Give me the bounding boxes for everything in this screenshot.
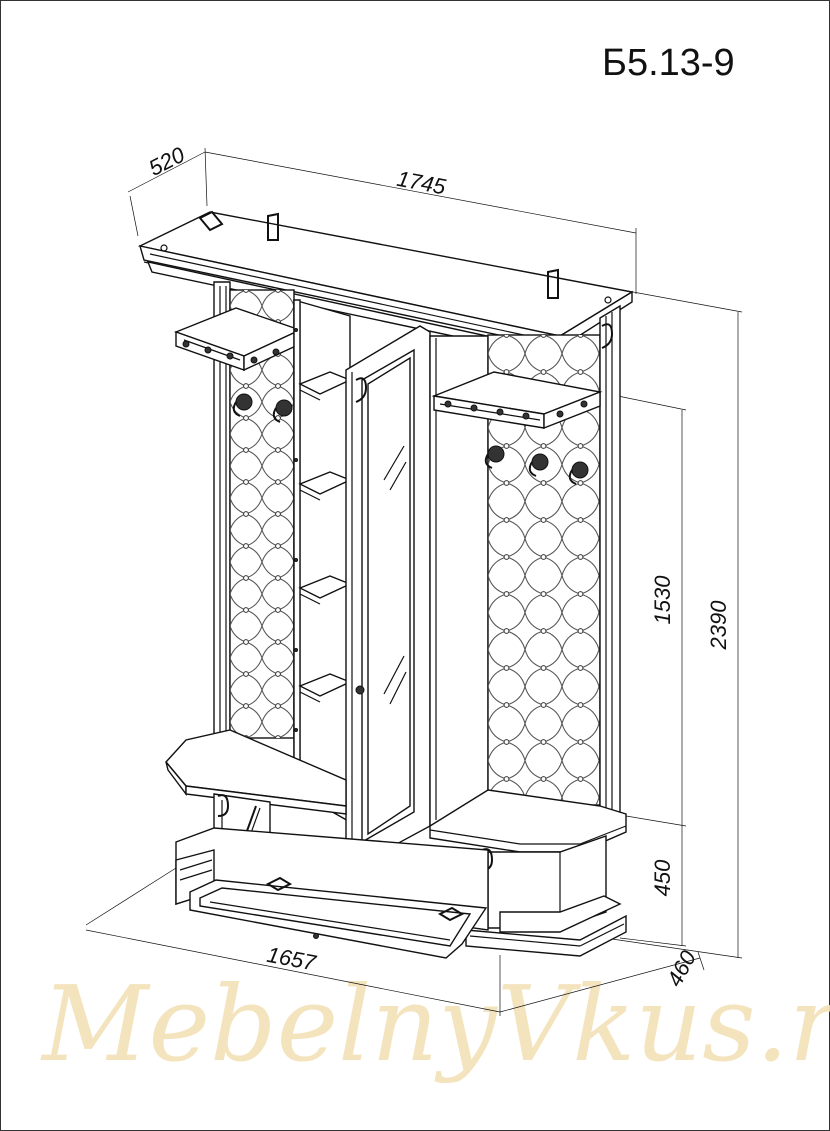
- dim-height-upper: 1530: [650, 575, 675, 625]
- top-cornice: [137, 210, 634, 359]
- right-hooks: [484, 445, 589, 485]
- hook-icon: [232, 393, 253, 417]
- watermark: MebelnyVkus.ru: [40, 963, 830, 1085]
- right-bench: [429, 789, 627, 933]
- dim-width-top: 1745: [395, 166, 448, 200]
- hook-icon: [484, 445, 505, 469]
- dim-height-total: 2390: [706, 600, 731, 651]
- hook-icon: [272, 399, 293, 423]
- hinge-icon: [217, 794, 230, 817]
- dim-height-lower: 450: [650, 859, 675, 896]
- right-side-frame: [599, 304, 621, 819]
- hinge-icon: [355, 377, 368, 403]
- mirror-door: [345, 325, 442, 867]
- hinge-icon: [265, 876, 293, 892]
- hook-icon: [568, 461, 589, 485]
- hook-icon: [528, 453, 549, 477]
- right-top-rail: [431, 371, 603, 430]
- model-code-label: Б5.13-9: [602, 42, 735, 84]
- hinge-icon: [601, 323, 614, 349]
- door-knob-icon: [355, 685, 365, 695]
- hinge-icon: [437, 906, 465, 922]
- dim-depth-top: 520: [145, 142, 190, 181]
- central-shelf-unit: [293, 299, 352, 824]
- open-flap-lid: [189, 876, 488, 959]
- dimension-lines: [85, 147, 743, 1016]
- left-hooks: [232, 393, 293, 423]
- left-top-rail: [174, 307, 302, 372]
